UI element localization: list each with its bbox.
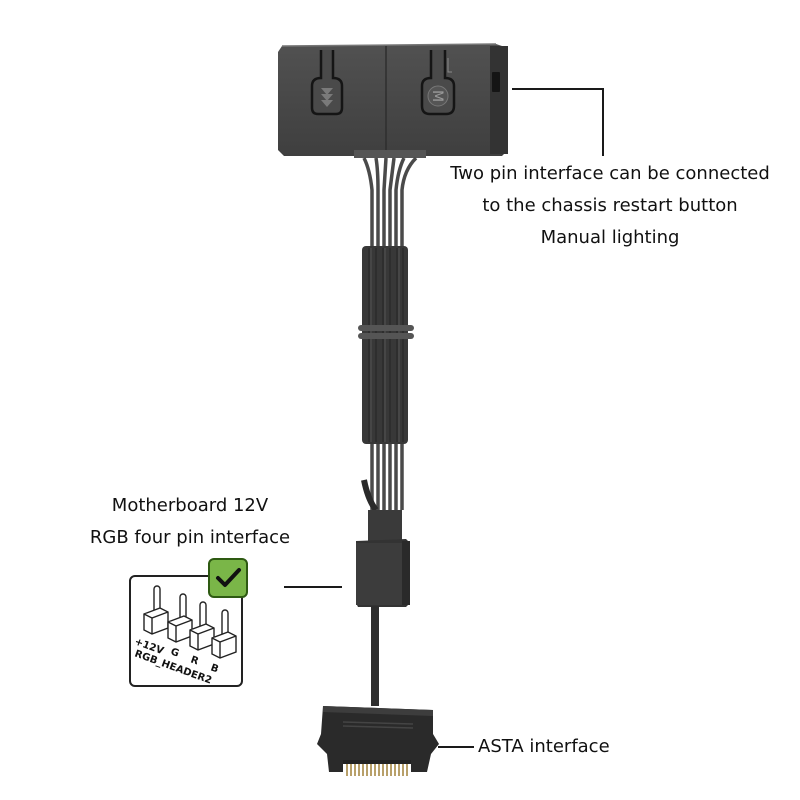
m-glyph: M <box>429 90 445 102</box>
callout-two-pin-interface: Two pin interface can be connected to th… <box>440 158 780 254</box>
checkmark-icon <box>216 568 241 587</box>
asta-connector <box>313 700 443 782</box>
leader-line-top-vertical <box>602 88 604 156</box>
pin-label-g: G <box>169 646 180 659</box>
controller-hub: M <box>276 42 516 158</box>
triple-chevron-down-icon <box>321 88 333 107</box>
mode-button[interactable] <box>302 42 352 122</box>
checkmark-badge <box>208 558 248 598</box>
callout-motherboard-rgb: Motherboard 12V RGB four pin interface <box>80 490 300 554</box>
asta-interface-label: ASTA interface <box>478 736 610 757</box>
pin-label-r: R <box>189 654 200 667</box>
two-pin-port <box>492 72 500 92</box>
callout-line-1: Motherboard 12V <box>111 495 269 516</box>
rgb-connector <box>354 537 412 607</box>
rgb-header-diagram: +12V G R B RGB_HEADER2 <box>128 572 246 688</box>
m-button[interactable]: M <box>414 42 464 122</box>
callout-line-2: RGB four pin interface <box>89 527 291 548</box>
callout-line-1: Two pin interface can be connected <box>450 163 770 184</box>
leader-line-asta <box>438 746 474 748</box>
callout-line-2: to the chassis restart button <box>482 195 738 216</box>
sata-cable <box>371 606 379 706</box>
sata-contacts <box>346 762 408 776</box>
leader-line-left <box>284 586 342 588</box>
pin-label-b: B <box>209 662 220 675</box>
cable-bundle <box>340 150 440 550</box>
leader-line-top-horizontal <box>512 88 604 90</box>
callout-line-3: Manual lighting <box>540 227 680 248</box>
